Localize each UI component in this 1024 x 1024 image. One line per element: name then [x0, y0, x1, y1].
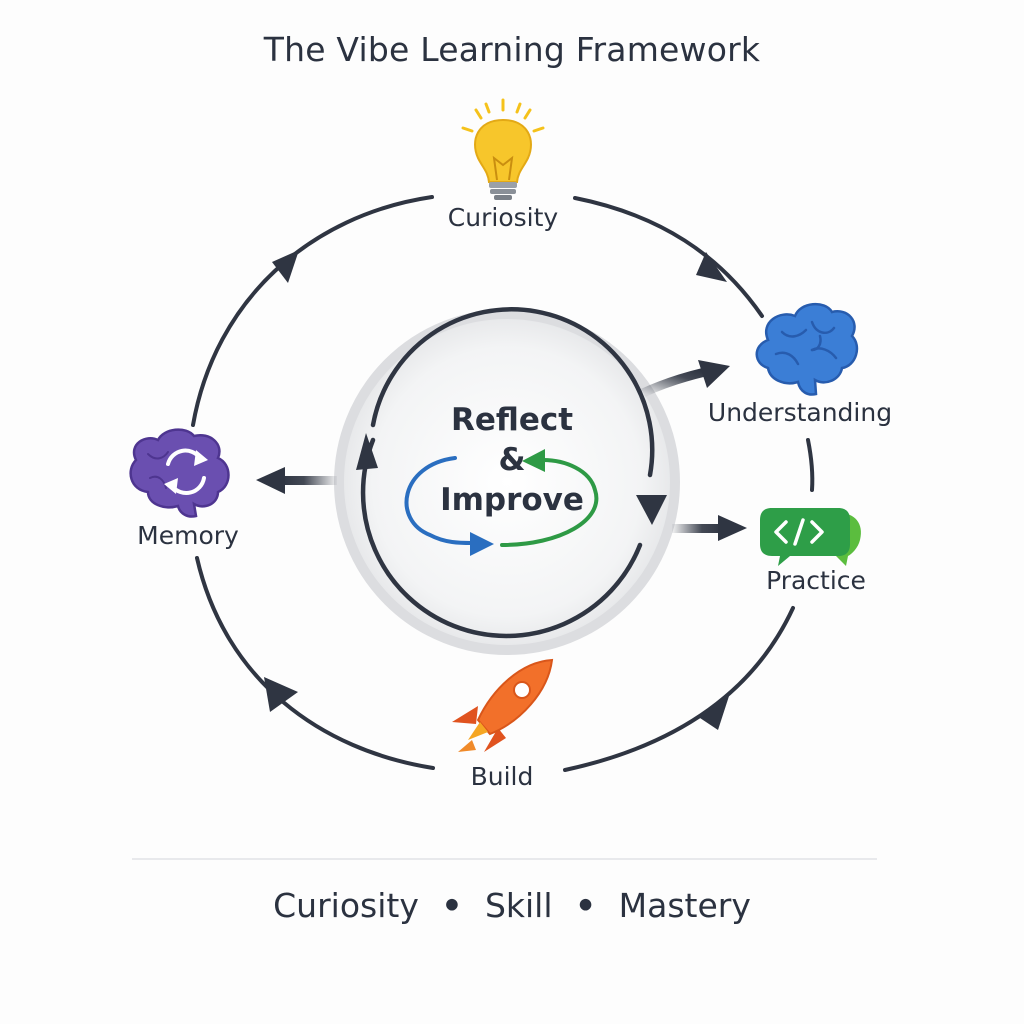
- spoke-to-understanding: [641, 367, 707, 398]
- lightbulb-icon: [461, 98, 545, 200]
- spoke-to-practice: [672, 524, 722, 533]
- tagline-part-mastery: Mastery: [618, 886, 751, 925]
- hub-arrowhead-left: [356, 433, 378, 470]
- footer-divider: [132, 858, 877, 860]
- brain-icon: [755, 303, 859, 396]
- arrowhead-lower-right: [700, 693, 730, 730]
- green-loop-arrowhead: [522, 449, 545, 472]
- stage-label-practice: Practice: [766, 566, 866, 595]
- center-hub: [334, 309, 680, 655]
- rocket-icon: [452, 658, 554, 752]
- blue-loop-arrow: [404, 456, 474, 545]
- center-label-ampersand: &: [498, 442, 526, 478]
- arc-curiosity-to-understanding: [573, 196, 764, 318]
- tagline-part-skill: Skill: [484, 886, 553, 925]
- spoke-to-memory-head: [256, 467, 285, 494]
- arrowhead-upper-left: [272, 250, 299, 283]
- outer-arrowheads: [264, 250, 730, 730]
- diagram-title: The Vibe Learning Framework: [263, 30, 761, 69]
- spoke-to-practice-head: [718, 515, 747, 541]
- arc-practice-to-build: [563, 606, 795, 772]
- tagline-separator: •: [441, 886, 463, 925]
- spoke-to-memory: [282, 476, 337, 485]
- stage-label-build: Build: [470, 762, 534, 791]
- hub-arrowhead-right: [636, 495, 667, 525]
- center-label-improve: Improve: [440, 482, 584, 518]
- arrowhead-upper-right: [696, 252, 727, 282]
- hub-ring: [360, 307, 655, 639]
- green-loop-arrow: [500, 458, 599, 547]
- stage-label-memory: Memory: [137, 521, 239, 550]
- tagline-separator: •: [575, 886, 597, 925]
- stage-label-curiosity: Curiosity: [447, 203, 559, 232]
- brain-refresh-icon: [129, 428, 230, 518]
- tagline-part-curiosity: Curiosity: [273, 886, 419, 925]
- arc-understanding-to-practice: [806, 438, 815, 492]
- stage-label-understanding: Understanding: [707, 398, 893, 427]
- tagline: Curiosity • Skill • Mastery: [0, 886, 1024, 925]
- spoke-to-understanding-head: [698, 360, 730, 388]
- center-label-reflect: Reflect: [450, 402, 574, 438]
- arc-memory-to-curiosity: [191, 195, 434, 427]
- blue-loop-arrowhead: [470, 532, 494, 556]
- arrowhead-lower-left: [264, 677, 298, 712]
- code-chat-icon: [760, 508, 861, 566]
